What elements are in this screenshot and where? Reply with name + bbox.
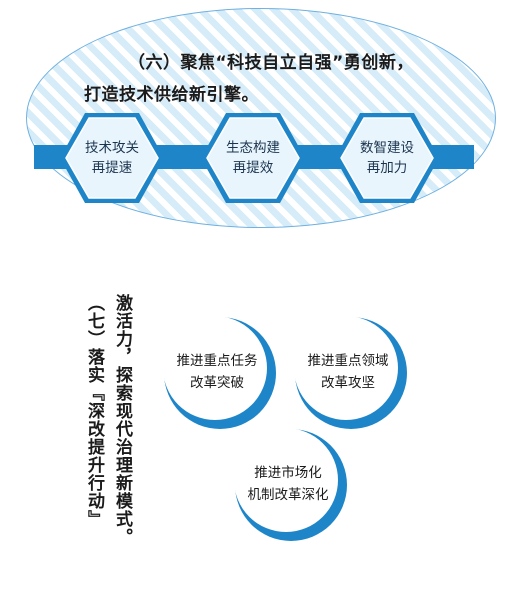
hexagon-shape bbox=[60, 113, 164, 203]
circle-shape bbox=[294, 316, 407, 429]
circle-item-3-line1: 推进市场化 bbox=[254, 465, 322, 481]
hexagon-shape bbox=[201, 113, 305, 203]
circle-item-1: 推进重点任务 改革突破 bbox=[157, 312, 277, 432]
hexagon-item-1-line2: 再提速 bbox=[91, 160, 133, 176]
circle-item-2-line2: 改革攻坚 bbox=[321, 375, 375, 391]
hexagon-item-1: 技术攻关 再提速 bbox=[58, 111, 166, 205]
section-six-headline-line2: 打造技术供给新引擎。 bbox=[84, 85, 259, 105]
hexagon-item-3-line2: 再加力 bbox=[366, 160, 408, 176]
section-seven-title-col1: 激活力，探索现代治理新模式。 bbox=[112, 294, 132, 546]
section-six: （六）聚焦“科技自立自强”勇创新， 打造技术供给新引擎。 技术攻关 再提速 生态… bbox=[0, 0, 512, 240]
circle-shape bbox=[163, 316, 276, 429]
hexagon-item-3: 数智建设 再加力 bbox=[333, 111, 441, 205]
hexagon-item-2-line2: 再提效 bbox=[232, 160, 274, 176]
circle-item-2-line1: 推进重点领域 bbox=[307, 353, 389, 369]
section-six-headline-line1: （六）聚焦“科技自立自强”勇创新， bbox=[128, 53, 414, 73]
hexagon-item-2-line1: 生态构建 bbox=[226, 140, 280, 156]
hexagon-item-3-line1: 数智建设 bbox=[360, 140, 414, 156]
circle-item-1-line2: 改革突破 bbox=[190, 375, 244, 391]
circle-item-3-line2: 机制改革深化 bbox=[247, 487, 329, 503]
hexagon-item-2: 生态构建 再提效 bbox=[199, 111, 307, 205]
hexagon-item-1-line1: 技术攻关 bbox=[85, 140, 139, 156]
circle-item-2: 推进重点领域 改革攻坚 bbox=[288, 312, 408, 432]
section-seven-title-col2: （七）落实『深改提升行动』 bbox=[84, 294, 104, 528]
circle-item-1-line1: 推进重点任务 bbox=[176, 353, 258, 369]
hexagon-shape bbox=[335, 113, 439, 203]
circle-item-3: 推进市场化 机制改革深化 bbox=[228, 424, 348, 544]
circle-shape bbox=[234, 428, 347, 541]
